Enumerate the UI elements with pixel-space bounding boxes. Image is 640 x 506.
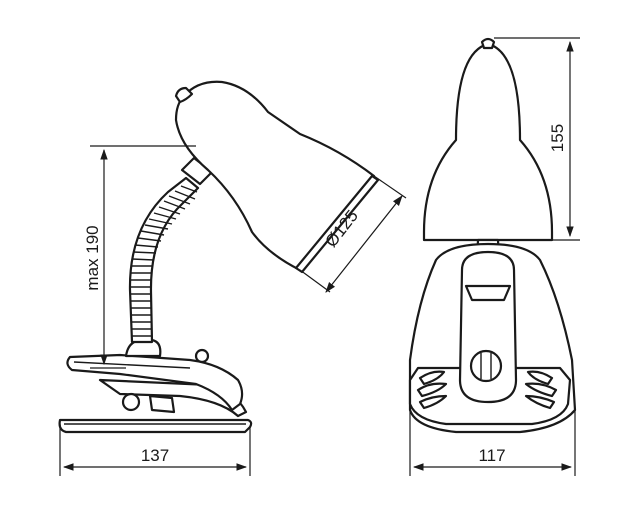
front-shade xyxy=(422,37,554,242)
shade-height-label: 155 xyxy=(548,124,567,152)
side-gooseneck xyxy=(128,156,214,344)
dim-base-depth: 137 xyxy=(59,426,251,476)
dim-base-width: 117 xyxy=(409,410,576,476)
side-view: max 190 Ø125 137 xyxy=(58,80,407,476)
dim-shade-height: 155 xyxy=(494,37,580,241)
side-clip-screw xyxy=(121,392,141,412)
front-shade-nub xyxy=(480,37,496,50)
base-depth-label: 137 xyxy=(141,446,169,465)
front-view: 155 117 xyxy=(408,37,580,476)
side-clip-base xyxy=(58,338,253,434)
front-vents-left xyxy=(416,370,448,410)
front-vents-right xyxy=(524,370,558,410)
front-clip-body xyxy=(408,242,577,434)
dim-max-height: max 190 xyxy=(83,145,196,369)
max-height-label: max 190 xyxy=(83,225,102,290)
front-clip-screw xyxy=(469,349,503,383)
base-width-label: 117 xyxy=(478,446,505,465)
